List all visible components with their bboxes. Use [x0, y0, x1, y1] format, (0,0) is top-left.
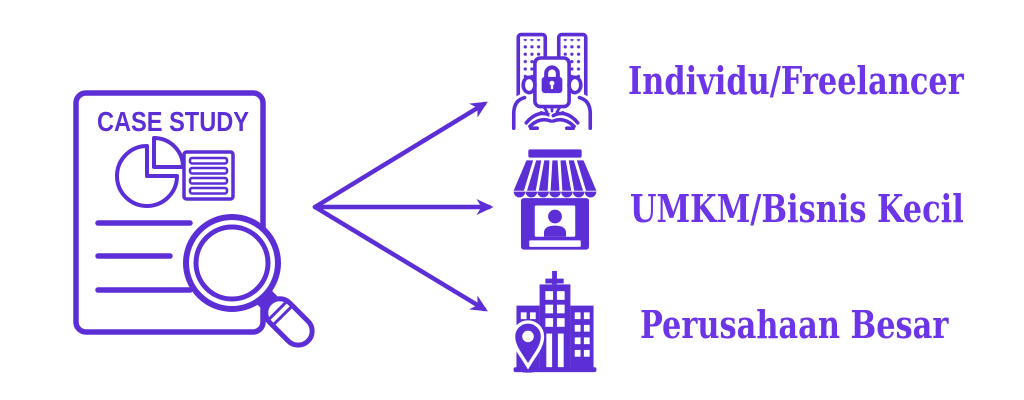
- antenna: [545, 270, 564, 285]
- case-study-document-icon: CASE STUDY: [73, 90, 315, 348]
- target-label-umkm-bisnis-kecil: UMKM/Bisnis Kecil: [630, 186, 964, 231]
- case-study-title: CASE STUDY: [97, 106, 249, 137]
- lock-card: [533, 56, 571, 109]
- padlock-shackle: [544, 65, 560, 80]
- target-label-perusahaan-besar: Perusahaan Besar: [640, 302, 949, 347]
- person-figure: [509, 75, 595, 130]
- text-block-icon: [182, 150, 235, 201]
- arrow-to-perusahaan-besar: [312, 204, 488, 312]
- target-label-individu-freelancer: Individu/Freelancer: [628, 58, 964, 103]
- cupped-hands: [522, 109, 582, 129]
- counter-slot: [529, 240, 581, 247]
- location-pin: [511, 320, 545, 373]
- shop-body: [520, 198, 590, 250]
- awning: [513, 149, 597, 198]
- fan-out-arrows: [312, 101, 494, 312]
- storefront-icon: [513, 149, 597, 250]
- sparkle-rays: [539, 106, 565, 114]
- document-text-lines: [95, 220, 193, 293]
- arrow-to-individu-freelancer: [312, 101, 488, 210]
- office-buildings-location-pin-icon: [511, 270, 597, 373]
- buildings-user-lock-icon: [509, 32, 595, 130]
- shopkeeper-shoulders: [543, 225, 567, 237]
- main-building: [539, 284, 571, 370]
- shopkeeper-head: [548, 209, 562, 224]
- magnifying-glass-icon: [183, 214, 315, 348]
